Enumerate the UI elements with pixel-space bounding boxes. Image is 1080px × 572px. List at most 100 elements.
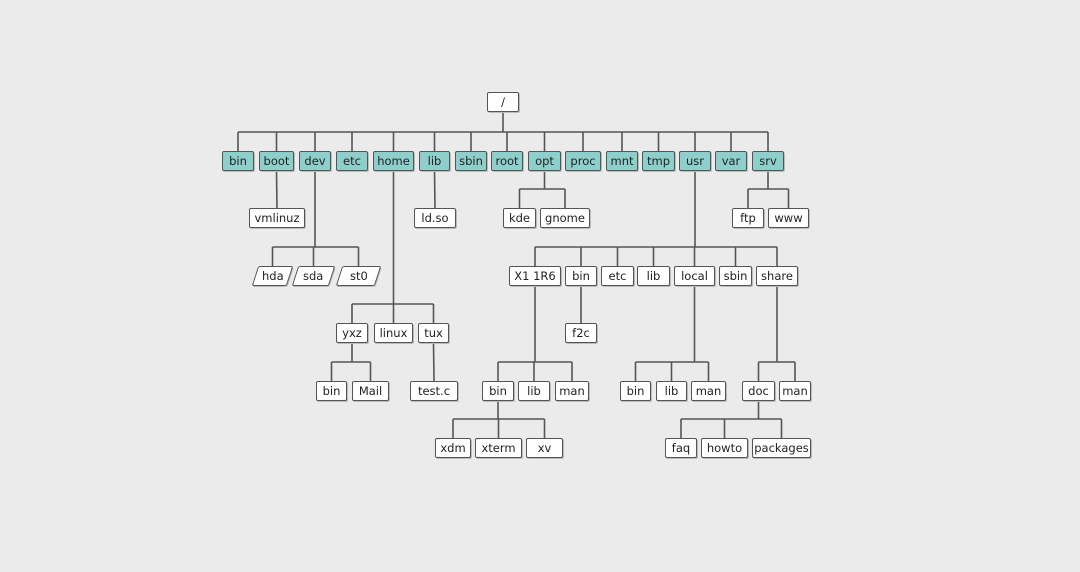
dir-node-label: xdm	[440, 441, 466, 455]
dir-node-label: proc	[570, 154, 596, 168]
dir-node-kde: kde	[503, 208, 536, 228]
dir-node-x11r6: X1 1R6	[509, 266, 561, 286]
dir-node-label: linux	[379, 326, 408, 340]
dir-node-etc: etc	[336, 151, 368, 171]
dir-node-usr_lib: lib	[637, 266, 670, 286]
dir-node-ldso: ld.so	[414, 208, 456, 228]
connector-line	[275, 170, 278, 209]
dir-node-sbin: sbin	[455, 151, 487, 171]
dir-node-local: local	[674, 266, 715, 286]
dir-node-label: etc	[343, 154, 361, 168]
dir-node-var: var	[715, 151, 747, 171]
dir-node-label: mnt	[610, 154, 634, 168]
dir-node-label: share	[761, 269, 793, 283]
dir-node-label: dev	[304, 154, 326, 168]
dir-node-www: www	[768, 208, 809, 228]
dir-node-label: howto	[706, 441, 743, 455]
connector-line	[433, 170, 436, 209]
connector-line	[432, 342, 435, 382]
dir-node-l_lib: lib	[656, 381, 687, 401]
dir-node-label: bin	[229, 154, 247, 168]
dir-node-label: lib	[427, 154, 442, 168]
dir-node-share: share	[756, 266, 798, 286]
dir-node-label: test.c	[417, 384, 451, 398]
dir-node-label: doc	[748, 384, 769, 398]
dir-node-label: man	[782, 384, 808, 398]
dir-node-label: X1 1R6	[514, 269, 556, 283]
dir-node-srv: srv	[752, 151, 784, 171]
dir-node-l_bin: bin	[620, 381, 651, 401]
dir-node-label: usr	[685, 154, 704, 168]
dir-node-sda: sda	[291, 266, 336, 286]
dir-node-x_lib: lib	[518, 381, 550, 401]
dir-node-usr: usr	[679, 151, 711, 171]
dir-node-packages: packages	[752, 438, 811, 458]
dir-node-usr_bin: bin	[565, 266, 597, 286]
dir-node-doc: doc	[742, 381, 775, 401]
dir-node-label: ftp	[740, 211, 756, 225]
dir-node-label: /	[501, 95, 505, 109]
dir-node-opt: opt	[528, 151, 561, 171]
dir-node-testc: test.c	[410, 381, 458, 401]
dir-node-label: st0	[349, 269, 368, 283]
dir-node-ftp: ftp	[732, 208, 764, 228]
dir-node-label: bin	[626, 384, 645, 398]
dir-node-label: srv	[759, 154, 777, 168]
dir-node-label: etc	[608, 269, 627, 283]
dir-node-label: root	[495, 154, 519, 168]
dir-node-xv: xv	[526, 438, 563, 458]
dir-node-xdm: xdm	[435, 438, 471, 458]
dir-node-label: lib	[646, 269, 661, 283]
dir-node-f2c: f2c	[565, 323, 597, 343]
dir-node-label: packages	[754, 441, 809, 455]
dir-node-boot: boot	[259, 151, 294, 171]
dir-node-l_man: man	[691, 381, 726, 401]
dir-node-label: bin	[322, 384, 341, 398]
dir-node-faq: faq	[665, 438, 697, 458]
dir-node-yxz_bin: bin	[316, 381, 347, 401]
dir-node-dev: dev	[299, 151, 331, 171]
dir-node-hda: hda	[251, 266, 294, 286]
dir-node-label: boot	[263, 154, 290, 168]
dir-node-s_man: man	[779, 381, 811, 401]
dir-node-bin: bin	[222, 151, 254, 171]
dir-node-lib: lib	[419, 151, 450, 171]
dir-node-yxz: yxz	[336, 323, 368, 343]
dir-node-label: f2c	[572, 326, 590, 340]
dir-node-label: faq	[671, 441, 691, 455]
dir-node-howto: howto	[701, 438, 748, 458]
dir-node-label: xterm	[481, 441, 516, 455]
dir-node-x_man: man	[555, 381, 589, 401]
dir-node-label: sbin	[723, 269, 748, 283]
dir-node-label: opt	[535, 154, 554, 168]
dir-node-label: hda	[261, 269, 284, 283]
dir-node-tux: tux	[418, 323, 449, 343]
dir-node-root: root	[491, 151, 523, 171]
dir-node-label: home	[377, 154, 410, 168]
dir-node-label: tmp	[646, 154, 670, 168]
dir-node-st0: st0	[335, 266, 382, 286]
dir-node-label: sda	[303, 269, 324, 283]
dir-node-linux: linux	[374, 323, 413, 343]
dir-node-proc: proc	[565, 151, 601, 171]
dir-node-label: sbin	[459, 154, 483, 168]
dir-node-label: tux	[424, 326, 443, 340]
dir-node-label: lib	[527, 384, 541, 398]
dir-node-label: lib	[664, 384, 679, 398]
dir-node-label: Mail	[358, 384, 383, 398]
dir-node-usr_etc: etc	[601, 266, 634, 286]
dir-node-label: kde	[508, 211, 531, 225]
dir-node-xterm: xterm	[475, 438, 522, 458]
dir-node-label: gnome	[545, 211, 585, 225]
dir-node-label: bin	[489, 384, 507, 398]
dir-node-label: xv	[537, 441, 552, 455]
dir-node-x_bin: bin	[482, 381, 514, 401]
dir-node-home: home	[373, 151, 414, 171]
dir-node-label: vmlinuz	[254, 211, 300, 225]
dir-node-label: ld.so	[421, 211, 449, 225]
dir-node-mail: Mail	[352, 381, 389, 401]
dir-node-label: man	[559, 384, 585, 398]
dir-node-mnt: mnt	[606, 151, 638, 171]
dir-node-tmp: tmp	[642, 151, 675, 171]
